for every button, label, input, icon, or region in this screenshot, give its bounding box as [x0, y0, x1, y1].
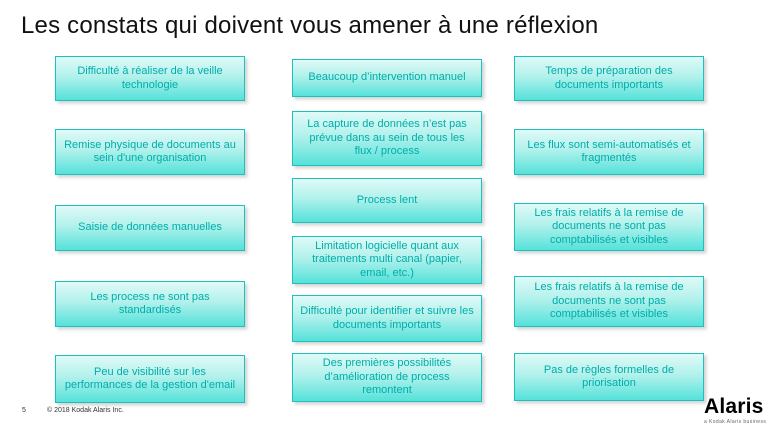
alaris-wordmark: Alaris: [704, 395, 764, 418]
alaris-logo: Alaris a Kodak Alaris business: [704, 396, 776, 425]
constat-text: Les process ne sont pas standardisés: [90, 290, 210, 316]
constat-box-col1-row2: Remise physique de documents au sein d'u…: [55, 129, 245, 175]
constat-box-col3-row1: Temps de préparation des documents impor…: [514, 56, 704, 101]
slide-title: Les constats qui doivent vous amener à u…: [21, 12, 599, 39]
constat-box-col1-row4: Les process ne sont pas standardisés: [55, 281, 245, 327]
constat-text: Les frais relatifs à la remise de docume…: [534, 281, 684, 321]
constat-text: Les frais relatifs à la remise de docume…: [534, 206, 684, 246]
constat-text: Peu de visibilité sur les performances d…: [64, 365, 236, 391]
constat-box-col2-row3: Process lent: [292, 178, 482, 223]
constat-box-col2-row1: Beaucoup d’intervention manuel: [292, 59, 482, 97]
constat-text: Process lent: [356, 193, 418, 206]
constat-box-col3-row5: Pas de règles formelles de priorisation: [514, 353, 704, 401]
constat-text: Remise physique de documents au sein d'u…: [64, 138, 236, 164]
constat-box-col3-row2: Les flux sont semi-automatisés et fragme…: [514, 129, 704, 175]
constat-box-col2-row2: La capture de données n’est pas prévue d…: [292, 111, 482, 166]
constat-box-col2-row6: Des premières possibilités d’amélioratio…: [292, 353, 482, 402]
constat-text: La capture de données n’est pas prévue d…: [307, 118, 467, 158]
constat-text: Difficulté à réaliser de la veille techn…: [77, 65, 223, 91]
constat-text: Pas de règles formelles de priorisation: [543, 363, 675, 389]
constat-text: Des premières possibilités d’amélioratio…: [322, 357, 452, 397]
constat-box-col1-row3: Saisie de données manuelles: [55, 205, 245, 251]
constat-text: Les flux sont semi-automatisés et fragme…: [527, 138, 691, 164]
constat-text: Difficulté pour identifier et suivre les…: [300, 305, 474, 331]
constat-box-col1-row5: Peu de visibilité sur les performances d…: [55, 355, 245, 403]
constat-box-col3-row4: Les frais relatifs à la remise de docume…: [514, 276, 704, 327]
page-number: 5: [22, 407, 26, 414]
constat-box-col2-row4: Limitation logicielle quant aux traiteme…: [292, 236, 482, 284]
alaris-tagline: a Kodak Alaris business: [704, 419, 767, 425]
constat-text: Beaucoup d’intervention manuel: [308, 71, 466, 84]
constat-box-col2-row5: Difficulté pour identifier et suivre les…: [292, 295, 482, 342]
constat-text: Temps de préparation des documents impor…: [545, 65, 673, 91]
constat-text: Saisie de données manuelles: [78, 221, 222, 234]
constat-box-col1-row1: Difficulté à réaliser de la veille techn…: [55, 56, 245, 101]
constat-box-col3-row3: Les frais relatifs à la remise de docume…: [514, 203, 704, 251]
constat-text: Limitation logicielle quant aux traiteme…: [312, 239, 462, 279]
copyright-text: © 2018 Kodak Alaris Inc.: [47, 407, 124, 414]
